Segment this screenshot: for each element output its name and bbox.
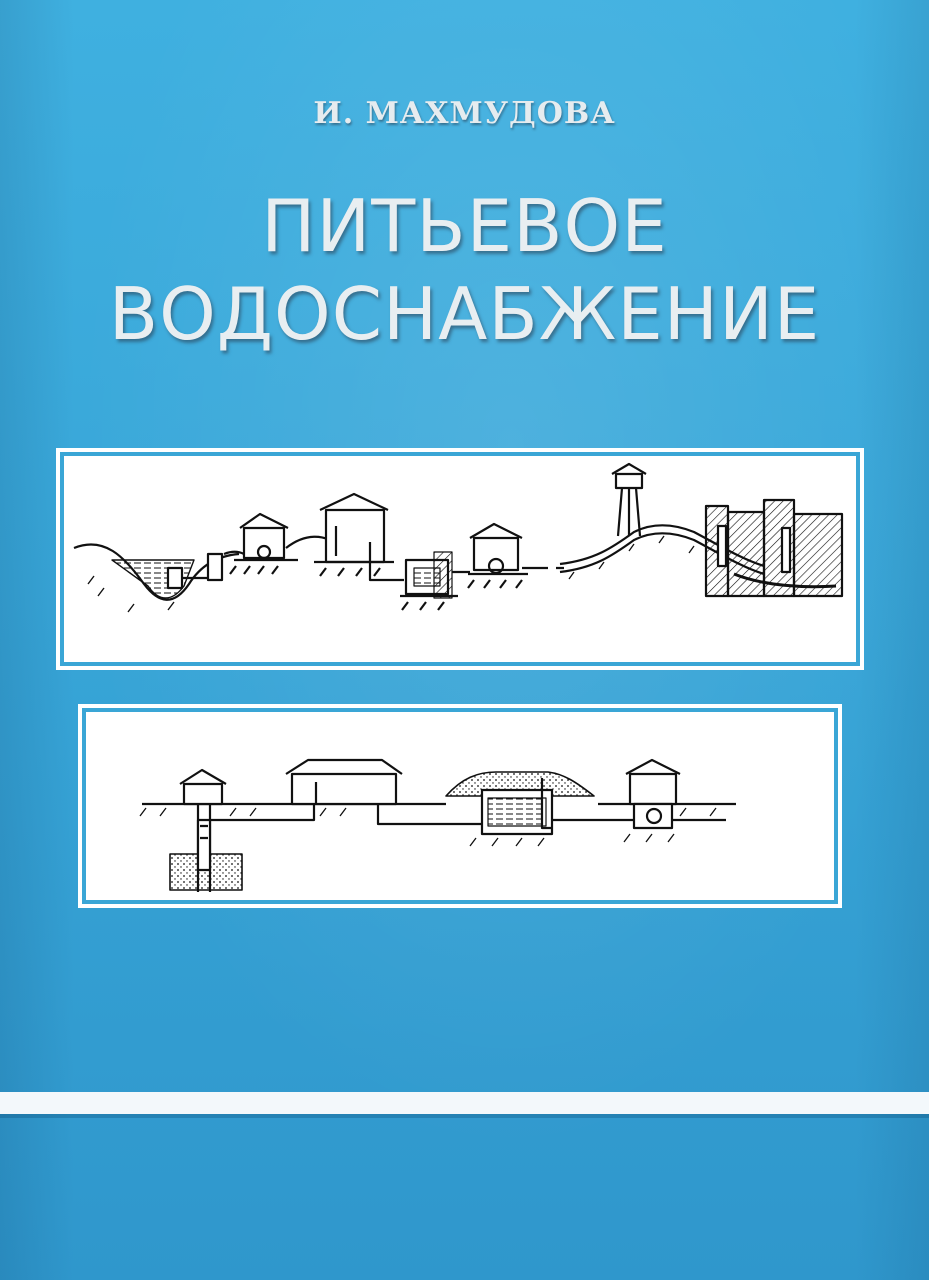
cover-stripe [0, 1092, 929, 1114]
author-name: И. МАХМУДОВА [313, 96, 616, 131]
groundwater-supply-scheme-icon [86, 712, 834, 900]
title-line-1: ПИТЬЕВОЕ [261, 184, 668, 268]
surface-water-supply-scheme-icon [64, 456, 856, 662]
cover-stripe-shadow [0, 1114, 929, 1118]
title-line-2: ВОДОСНАБЖЕНИЕ [108, 272, 821, 356]
